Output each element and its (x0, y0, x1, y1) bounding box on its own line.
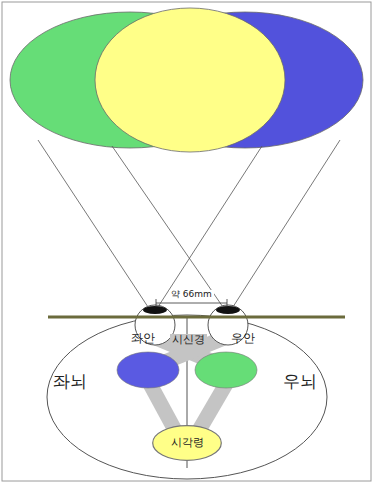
sight-lines (38, 140, 340, 310)
region-label: 시각령 (171, 437, 204, 449)
face-line (48, 316, 345, 319)
right-lens (216, 306, 240, 314)
eye-label: 좌안 (131, 332, 155, 345)
nerve-label: 시신경 (170, 334, 207, 346)
hemisphere-label: 좌뇌 (53, 372, 87, 391)
head-outline (47, 315, 327, 479)
left-brain-region (117, 352, 179, 388)
hemisphere-label: 우뇌 (283, 372, 317, 391)
dimension-line (156, 299, 227, 307)
right-brain-region (195, 352, 257, 388)
left-lens (143, 306, 167, 314)
eye-label: 우안 (231, 332, 255, 345)
binocular-field (95, 8, 285, 152)
ellipse-shape (153, 426, 222, 461)
node-text-group: 시각령 (171, 437, 204, 449)
visual-cortex-ellipse: 시각령 (152, 425, 222, 461)
dimension-label: 약 66mm (169, 290, 214, 300)
